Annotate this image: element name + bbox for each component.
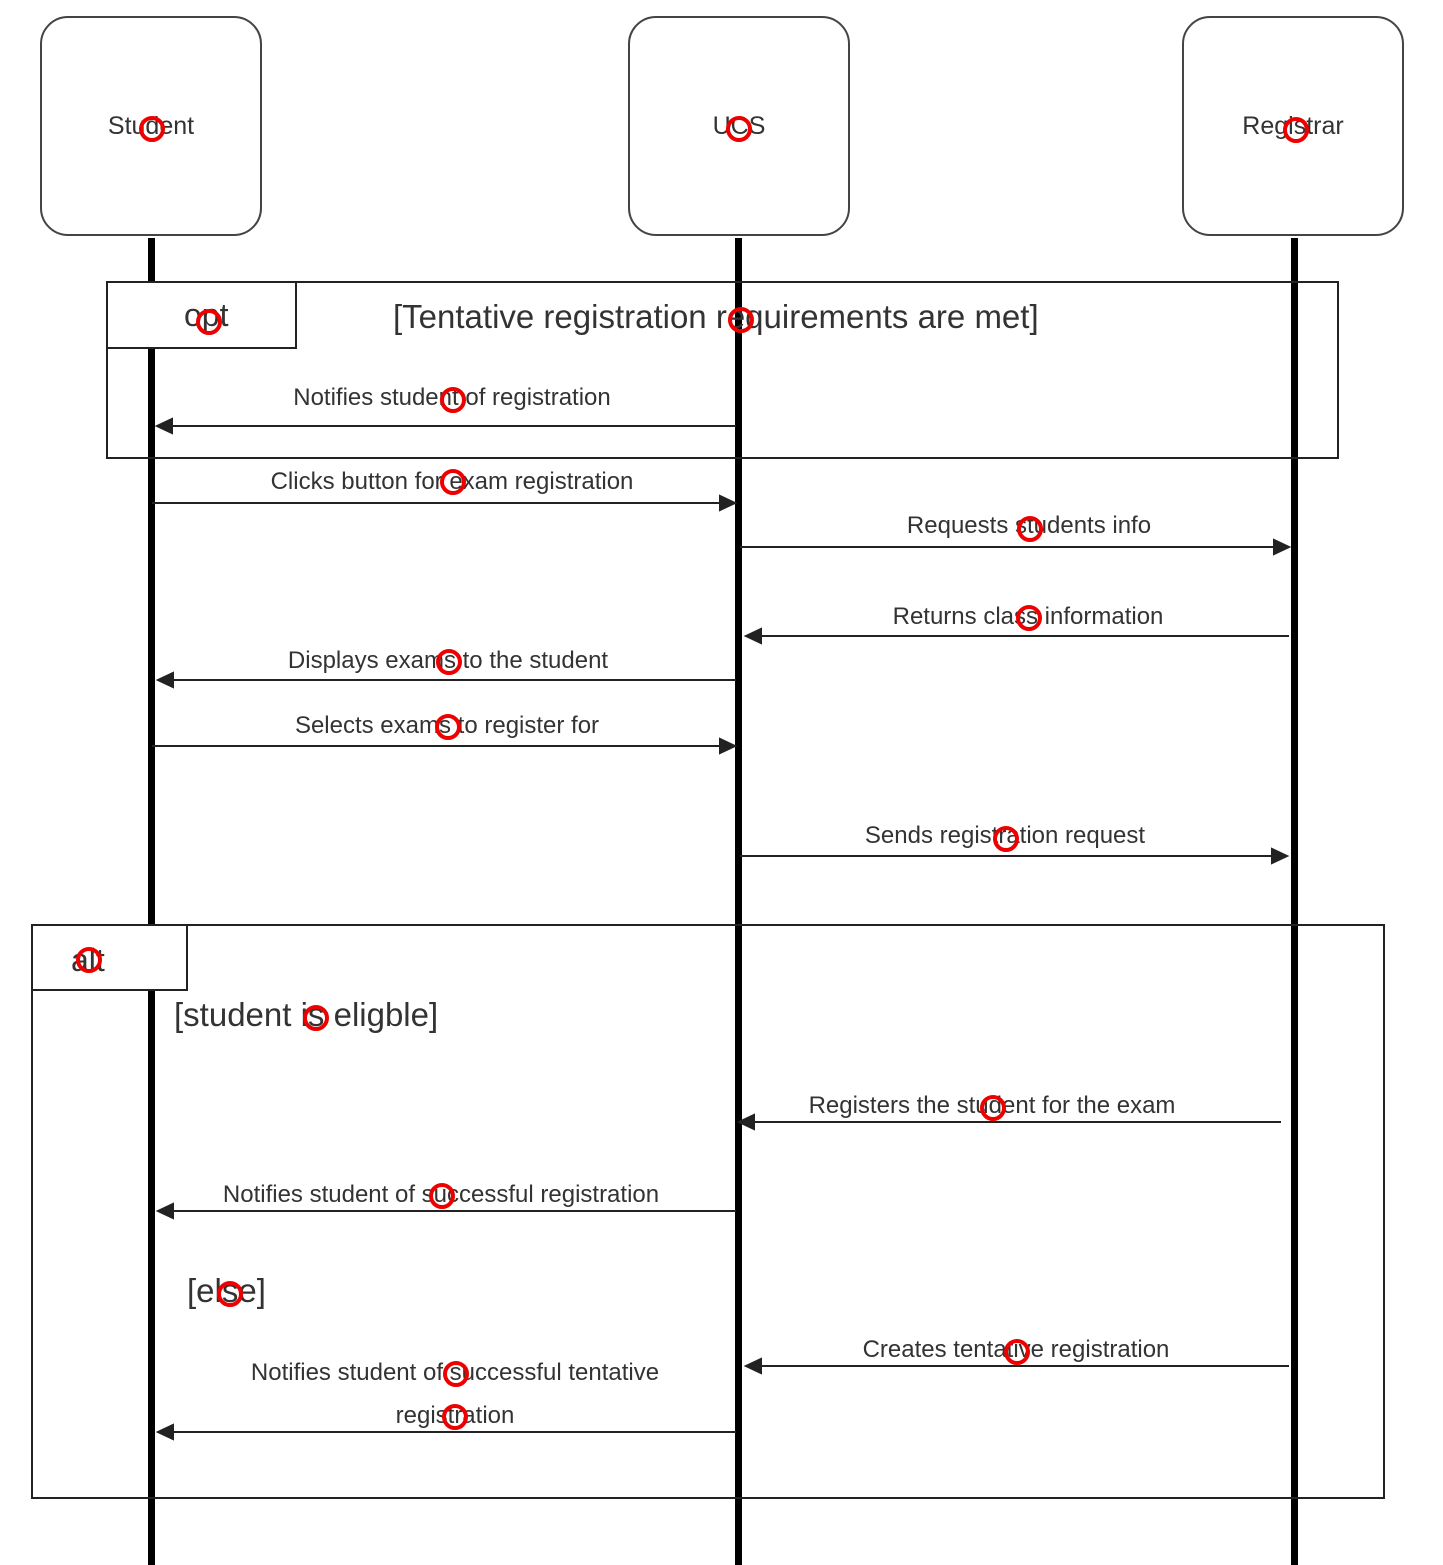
lifeline-registrar	[1291, 238, 1298, 1565]
arrowhead-m10	[743, 1357, 762, 1375]
arrowhead-m11	[155, 1423, 174, 1441]
marker	[196, 309, 222, 335]
lifeline-ucs	[735, 238, 742, 1565]
marker	[303, 1005, 329, 1031]
marker	[139, 116, 165, 142]
arrowhead-m5	[155, 671, 174, 689]
marker	[76, 947, 102, 973]
marker	[443, 1361, 469, 1387]
marker	[429, 1183, 455, 1209]
marker	[436, 649, 462, 675]
arrowhead-m8	[736, 1113, 755, 1131]
arrowhead-m1	[154, 417, 173, 435]
arrowhead-m4	[743, 627, 762, 645]
marker	[1004, 1339, 1030, 1365]
marker	[1017, 516, 1043, 542]
alt-frame-tab	[31, 924, 188, 991]
marker	[442, 1404, 468, 1430]
marker	[728, 307, 754, 333]
opt-frame: opt [Tentative registration requirements…	[106, 281, 1339, 459]
opt-frame-guard: [Tentative registration requirements are…	[393, 298, 1039, 335]
arrowhead-m9	[155, 1202, 174, 1220]
marker	[980, 1095, 1006, 1121]
marker	[726, 116, 752, 142]
marker	[435, 714, 461, 740]
arrowhead-m7	[1271, 847, 1290, 865]
marker	[440, 469, 466, 495]
marker	[993, 826, 1019, 852]
arrowhead-m6	[719, 737, 738, 755]
marker	[440, 387, 466, 413]
arrowhead-m3	[1273, 538, 1292, 556]
arrowhead-m2	[719, 494, 738, 512]
lifeline-student	[148, 238, 155, 1565]
marker	[1016, 605, 1042, 631]
marker	[1283, 117, 1309, 143]
marker	[217, 1281, 243, 1307]
